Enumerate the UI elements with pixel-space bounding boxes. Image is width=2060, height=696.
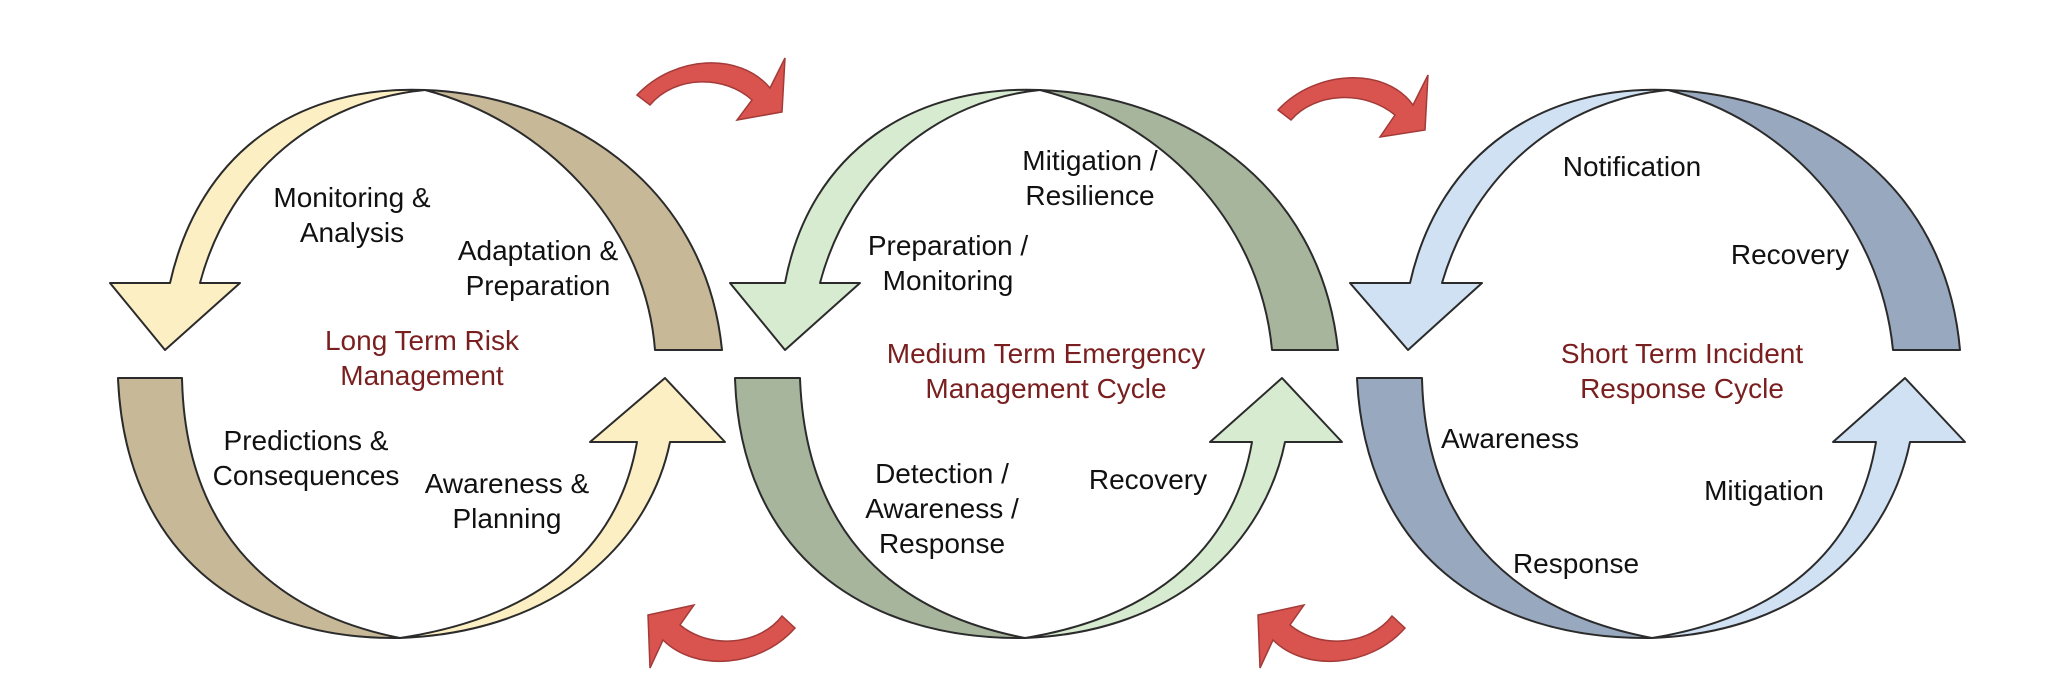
transfer-arrow-top-2 [1276, 74, 1429, 139]
cycle-2-stage-bottom-left-line-2: Awareness / [865, 493, 1019, 524]
cycle-3-stage-bottom-left-line-1: Awareness [1441, 423, 1579, 454]
cycle-3-arc-top-left [1349, 88, 1669, 351]
cycle-2-arc-top-right [1039, 89, 1339, 351]
transfer-arrow-bottom-1 [647, 603, 797, 669]
svg-text:Mitigation: Mitigation [1704, 475, 1824, 506]
svg-text:Predictions &Consequences: Predictions & Consequences [213, 425, 400, 491]
cycle-2-stage-bottom-left-line-3: Response [879, 528, 1005, 559]
cycle-1-stage-top-left-line-1: Monitoring & [273, 182, 431, 213]
cycle-3-stage-top-right-line-1: Recovery [1731, 239, 1849, 270]
cycle-3-stage-bottom-right-line-1: Mitigation [1704, 475, 1824, 506]
cycle-2-title-line-2: Management Cycle [925, 373, 1166, 404]
cycle-3-stage-top-left-line-1: Notification [1563, 151, 1702, 182]
svg-text:Recovery: Recovery [1731, 239, 1849, 270]
cycle-1-arc-top-left [109, 88, 426, 351]
transfer-arrows [635, 57, 1429, 669]
cycle-2-stage-bottom-left-line-1: Detection / [875, 458, 1009, 489]
cycle-2-stage-top-left-line-1: Preparation / [868, 230, 1029, 261]
cycle-2-stage-top-right-line-2: Resilience [1025, 180, 1154, 211]
svg-text:Detection /Awareness /Response: Detection / Awareness / Response [865, 458, 1019, 559]
cycle-3-arc-top-right [1667, 89, 1961, 351]
cycle-1-stage-bottom-right-line-2: Planning [453, 503, 562, 534]
cycle-1-stage-top-left-line-2: Analysis [300, 217, 404, 248]
cycle-2-stage-top-left-line-2: Monitoring [883, 265, 1014, 296]
cycle-long-term: Monitoring & Analysis Adaptation & Prepara… [109, 88, 726, 640]
cycle-1-title-line-2: Management [340, 360, 504, 391]
cycle-2-title-line-1: Medium Term Emergency [887, 338, 1205, 369]
cycle-1-arc-top-right [424, 89, 723, 351]
cycle-medium-term: Mitigation / Resilience Preparation / Moni… [729, 88, 1343, 640]
svg-text:Preparation /Monitoring: Preparation / Monitoring [868, 230, 1029, 296]
svg-text:Response: Response [1513, 548, 1639, 579]
cycle-1-stage-bottom-left-line-1: Predictions & [224, 425, 389, 456]
svg-text:Notification: Notification [1563, 151, 1702, 182]
svg-text:Mitigation /Resilience: Mitigation / Resilience [1022, 145, 1158, 211]
transfer-arrow-top-1 [635, 57, 786, 122]
svg-text:Monitoring &Analysis: Monitoring & Analysis [273, 182, 431, 248]
svg-text:Adaptation &Preparation: Adaptation & Preparation [458, 235, 619, 301]
svg-text:Awareness: Awareness [1441, 423, 1579, 454]
cycle-1-stage-bottom-right-line-1: Awareness & [425, 468, 590, 499]
cycle-1-title-line-1: Long Term Risk [325, 325, 520, 356]
cycle-1-stage-top-right-line-1: Adaptation & [458, 235, 619, 266]
cycle-short-term: Notification Recovery Awareness Mitigati… [1349, 88, 1966, 640]
cycle-1-arc-bottom-right [399, 377, 726, 639]
cycle-3-title-line-1: Short Term Incident [1561, 338, 1803, 369]
cycle-2-arc-top-left [729, 88, 1041, 351]
cycle-3-arc-bottom-left [1356, 377, 1653, 640]
cycle-3-stage-bottom-center-line-1: Response [1513, 548, 1639, 579]
cycle-2-stage-top-right-line-1: Mitigation / [1022, 145, 1158, 176]
cycle-1-stage-bottom-left-line-2: Consequences [213, 460, 400, 491]
cycle-3-title-line-2: Response Cycle [1580, 373, 1784, 404]
cycle-2-stage-bottom-right-line-1: Recovery [1089, 464, 1207, 495]
cycle-1-arc-bottom-left [117, 377, 401, 640]
transfer-arrow-bottom-2 [1257, 603, 1407, 669]
svg-text:Recovery: Recovery [1089, 464, 1207, 495]
svg-text:Awareness &Planning: Awareness & Planning [425, 468, 590, 534]
cycle-1-stage-top-right-line-2: Preparation [466, 270, 611, 301]
cycle-2-arc-bottom-right [1024, 377, 1343, 639]
cycle-3-arc-bottom-right [1651, 377, 1966, 639]
